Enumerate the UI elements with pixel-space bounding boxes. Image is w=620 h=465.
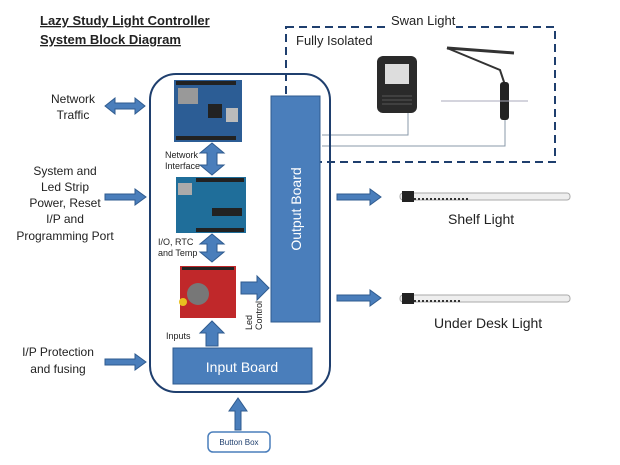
input-board[interactable] — [172, 347, 313, 385]
system-power-arrow — [104, 188, 147, 206]
inputs-label: Inputs — [166, 331, 191, 341]
button-box-arrow — [228, 397, 248, 431]
shelf-light-strip-image — [399, 191, 571, 202]
arduino-board-image — [176, 177, 246, 233]
shelf-light-arrow — [336, 188, 382, 206]
swan-lamp-image — [322, 46, 528, 147]
under-desk-light-strip-image — [399, 293, 571, 304]
protection-arrow — [104, 353, 147, 371]
button-box-label: Button Box — [219, 438, 258, 447]
input-board-label: Input Board — [206, 359, 278, 375]
output-board[interactable] — [270, 95, 321, 323]
inputs-arrow — [198, 320, 226, 347]
output-board-label: Output Board — [288, 167, 304, 250]
title-line2: System Block Diagram — [40, 32, 181, 47]
button-box[interactable] — [207, 431, 271, 453]
fully-isolated-label: Fully Isolated — [296, 33, 373, 48]
title-line1: Lazy Study Light Controller — [40, 13, 210, 28]
under-desk-light-label: Under Desk Light — [434, 315, 542, 331]
controller-enclosure — [149, 73, 331, 393]
led-control-arrow — [240, 274, 270, 302]
network-interface-arrow — [198, 142, 226, 176]
io-arrow — [198, 233, 226, 263]
led-control-label: LedControl — [244, 301, 264, 330]
under-desk-light-arrow — [336, 289, 382, 307]
power-adapter-image — [322, 56, 417, 136]
shelf-light-label: Shelf Light — [448, 211, 514, 227]
ethernet-shield-image — [174, 80, 242, 142]
swan-light-title: Swan Light — [391, 13, 456, 28]
network-traffic-arrow — [104, 96, 146, 116]
rtc-shield-image — [179, 266, 236, 318]
